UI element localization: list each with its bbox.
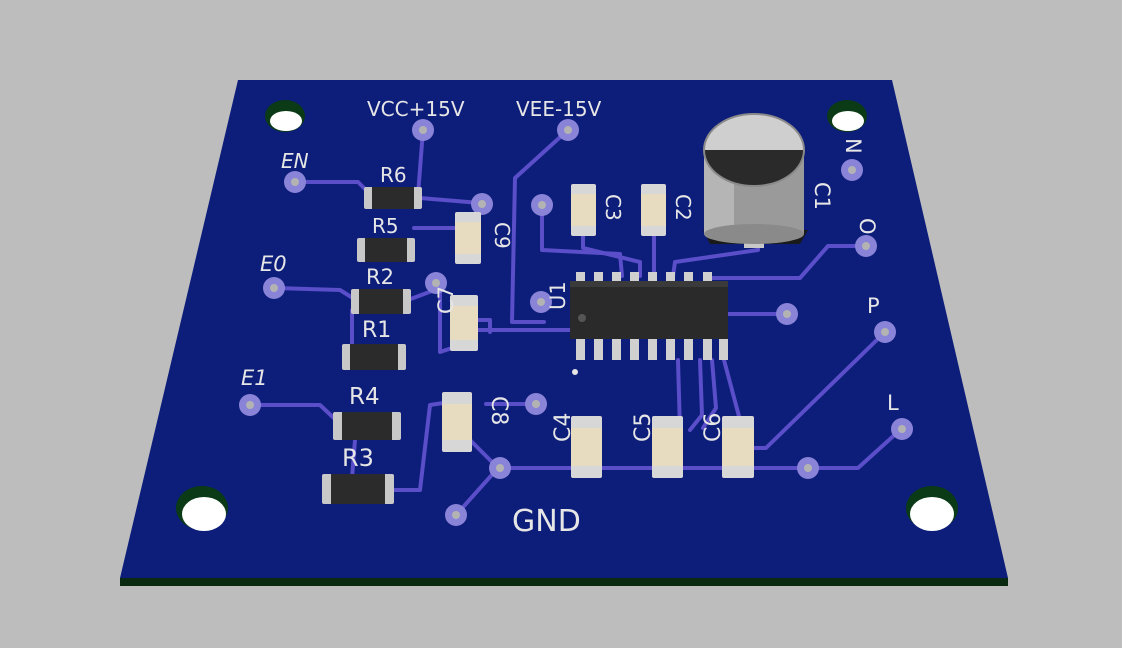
label-r1: R1 [362,318,391,343]
resistor-r3 [322,474,394,504]
label-c7: C7 [434,286,458,314]
label-p: P [867,294,880,318]
board-edge [120,578,1008,586]
label-r5: R5 [372,214,399,238]
capacitor-c4 [571,416,602,478]
resistor-r5 [357,238,415,262]
capacitor-c3 [571,184,596,236]
label-c3: C3 [601,194,625,221]
resistor-r4 [333,412,401,440]
label-r2: R2 [366,265,394,289]
label-c2: C2 [671,194,695,221]
capacitor-c8 [442,392,472,452]
resistor-r2 [351,289,411,314]
label-c4: C4 [551,413,576,442]
label-u1: U1 [546,281,570,310]
label-e1: E1 [241,366,268,390]
label-vee: VEE-15V [516,97,602,121]
capacitor-c2 [641,184,666,236]
resistor-r6 [364,187,422,209]
label-gnd: GND [512,504,581,539]
ic-u1 [570,272,728,375]
label-r6: R6 [380,163,407,187]
label-en: EN [281,149,309,173]
label-c6: C6 [701,413,726,442]
electrolytic-capacitor-c1 [703,113,808,248]
capacitor-c7 [450,295,478,351]
label-vcc: VCC+15V [367,97,465,121]
capacitor-c5 [652,416,683,478]
label-c1: C1 [810,182,834,210]
label-c8: C8 [486,396,511,425]
label-n: N [841,138,865,154]
silkscreen: VCC+15V VEE-15V EN E0 E1 GND N O P L R6 … [241,97,899,539]
resistors [322,187,422,504]
label-r3: R3 [342,444,374,472]
label-c9: C9 [490,222,514,249]
pad-holes [246,126,906,519]
label-r4: R4 [349,384,380,410]
capacitors [442,184,754,478]
label-c5: C5 [631,413,656,442]
capacitor-c6 [722,416,754,478]
mounting-holes [176,100,958,531]
label-l: L [887,391,899,415]
resistor-r1 [342,344,406,370]
label-e0: E0 [260,252,287,276]
capacitor-c9 [455,212,481,264]
label-o: O [855,218,879,235]
